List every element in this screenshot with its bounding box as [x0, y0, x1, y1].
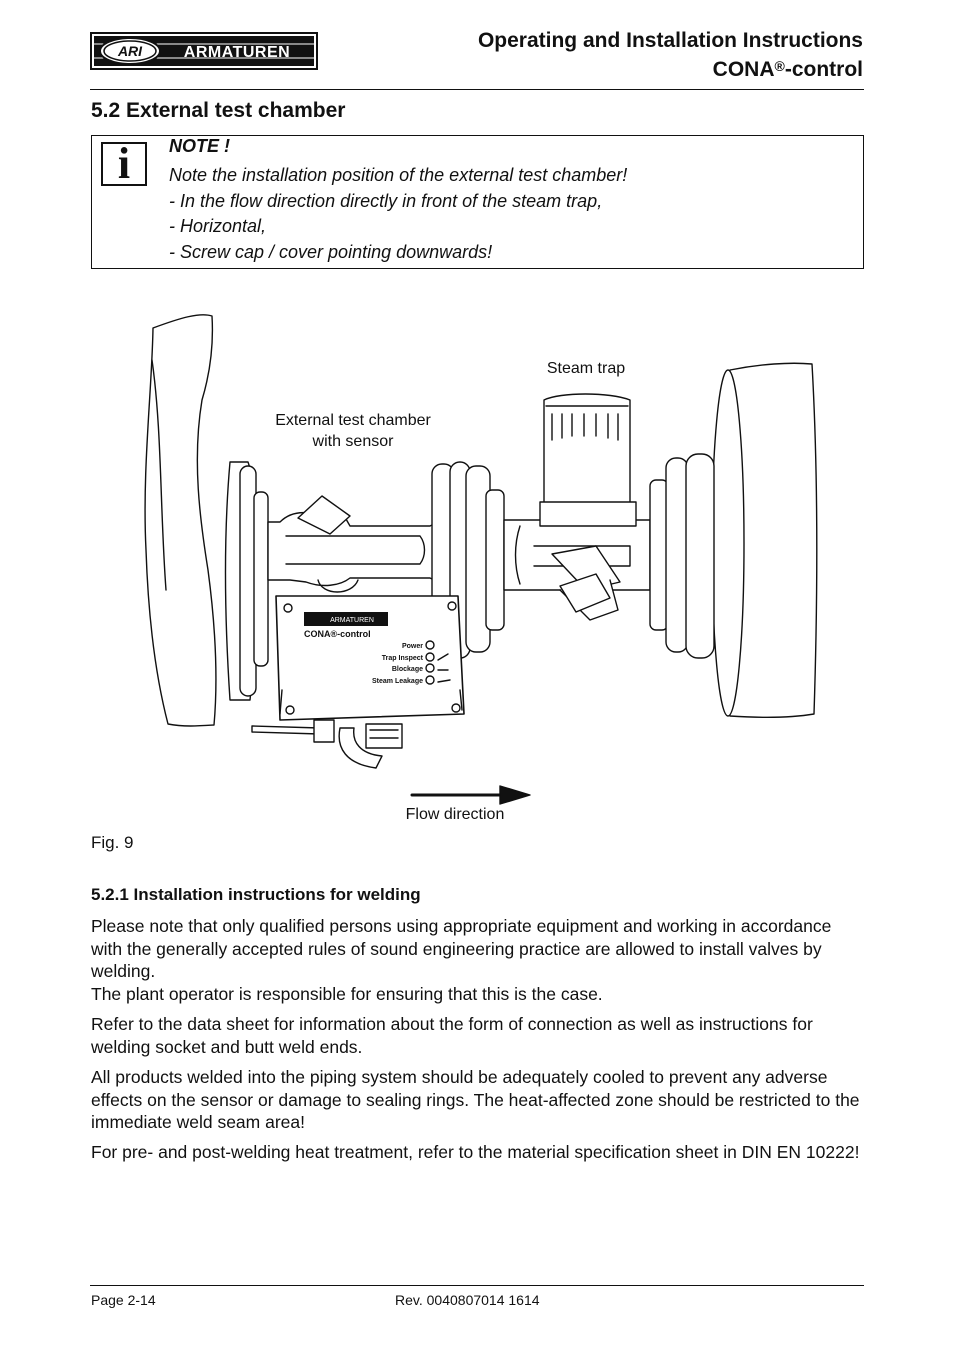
left-flange-illustration	[224, 461, 269, 701]
document-title: Operating and Installation Instructions …	[478, 26, 863, 84]
right-pipe-illustration	[711, 362, 818, 719]
installation-figure: ARMATUREN CONA®-control Power Trap Inspe…	[90, 290, 864, 830]
note-line: - Horizontal,	[169, 216, 267, 236]
note-line: - In the flow direction directly in fron…	[169, 190, 603, 211]
cona-control-device-illustration: ARMATUREN CONA®-control Power Trap Inspe…	[251, 595, 465, 769]
steam-trap-label: Steam trap	[546, 360, 626, 377]
test-chamber-label-line1: External test chamber	[275, 412, 431, 429]
body-paragraph: Please note that only qualified persons …	[91, 915, 866, 1005]
right-flange-illustration	[649, 453, 715, 659]
note-heading: NOTE !	[169, 136, 230, 156]
paragraph-data-sheet: Refer to the data sheet for information …	[91, 1014, 813, 1057]
info-icon: i	[101, 140, 147, 188]
paragraph-cooling: All products welded into the piping syst…	[91, 1067, 860, 1132]
document-title-line2: CONA®-control	[712, 58, 863, 81]
paragraph-heat-treatment: For pre- and post-welding heat treatment…	[91, 1142, 860, 1162]
figure-caption: Fig. 9	[91, 833, 134, 852]
revision-number: Rev. 0040807014 1614	[395, 1292, 540, 1308]
page-number: Page 2-14	[91, 1292, 156, 1308]
paragraph-qualified-persons: Please note that only qualified persons …	[91, 916, 832, 981]
footer-divider	[90, 1285, 864, 1286]
paragraph-plant-operator: The plant operator is responsible for en…	[91, 983, 603, 1004]
test-chamber-label-line2: with sensor	[312, 433, 394, 450]
device-name-label: CONA®-control	[304, 629, 371, 639]
device-led-steam-leakage-label: Steam Leakage	[372, 678, 423, 685]
note-box	[91, 135, 864, 269]
document-title-line1: Operating and Installation Instructions	[477, 29, 863, 52]
logo-mark-text: ARI	[117, 43, 143, 59]
note-line: - Screw cap / cover pointing downwards!	[169, 241, 493, 262]
device-led-blockage-label: Blockage	[392, 666, 423, 673]
flow-arrow-illustration	[410, 785, 531, 805]
header-divider	[90, 89, 864, 90]
test-chamber-illustration	[267, 495, 439, 593]
subsection-title: 5.2.1 Installation instructions for weld…	[91, 885, 421, 904]
logo-wordmark: ARMATUREN	[184, 44, 290, 61]
ari-armaturen-logo: ARI ARMATUREN	[90, 32, 318, 70]
note-line: Note the installation position of the ex…	[169, 165, 628, 185]
note-text: NOTE ! Note the installation position of…	[169, 135, 627, 265]
steam-trap-illustration	[503, 393, 651, 621]
section-title: 5.2 External test chamber	[91, 99, 346, 122]
left-pipe-illustration	[144, 314, 217, 727]
device-brand-label: ARMATUREN	[330, 617, 374, 624]
test-chamber-label: External test chamber with sensor	[258, 410, 448, 452]
device-led-trap-inspect-label: Trap Inspect	[382, 655, 424, 662]
middle-flange-illustration	[431, 461, 505, 659]
flow-direction-label: Flow direction	[405, 806, 505, 823]
device-led-power-label: Power	[402, 643, 423, 650]
